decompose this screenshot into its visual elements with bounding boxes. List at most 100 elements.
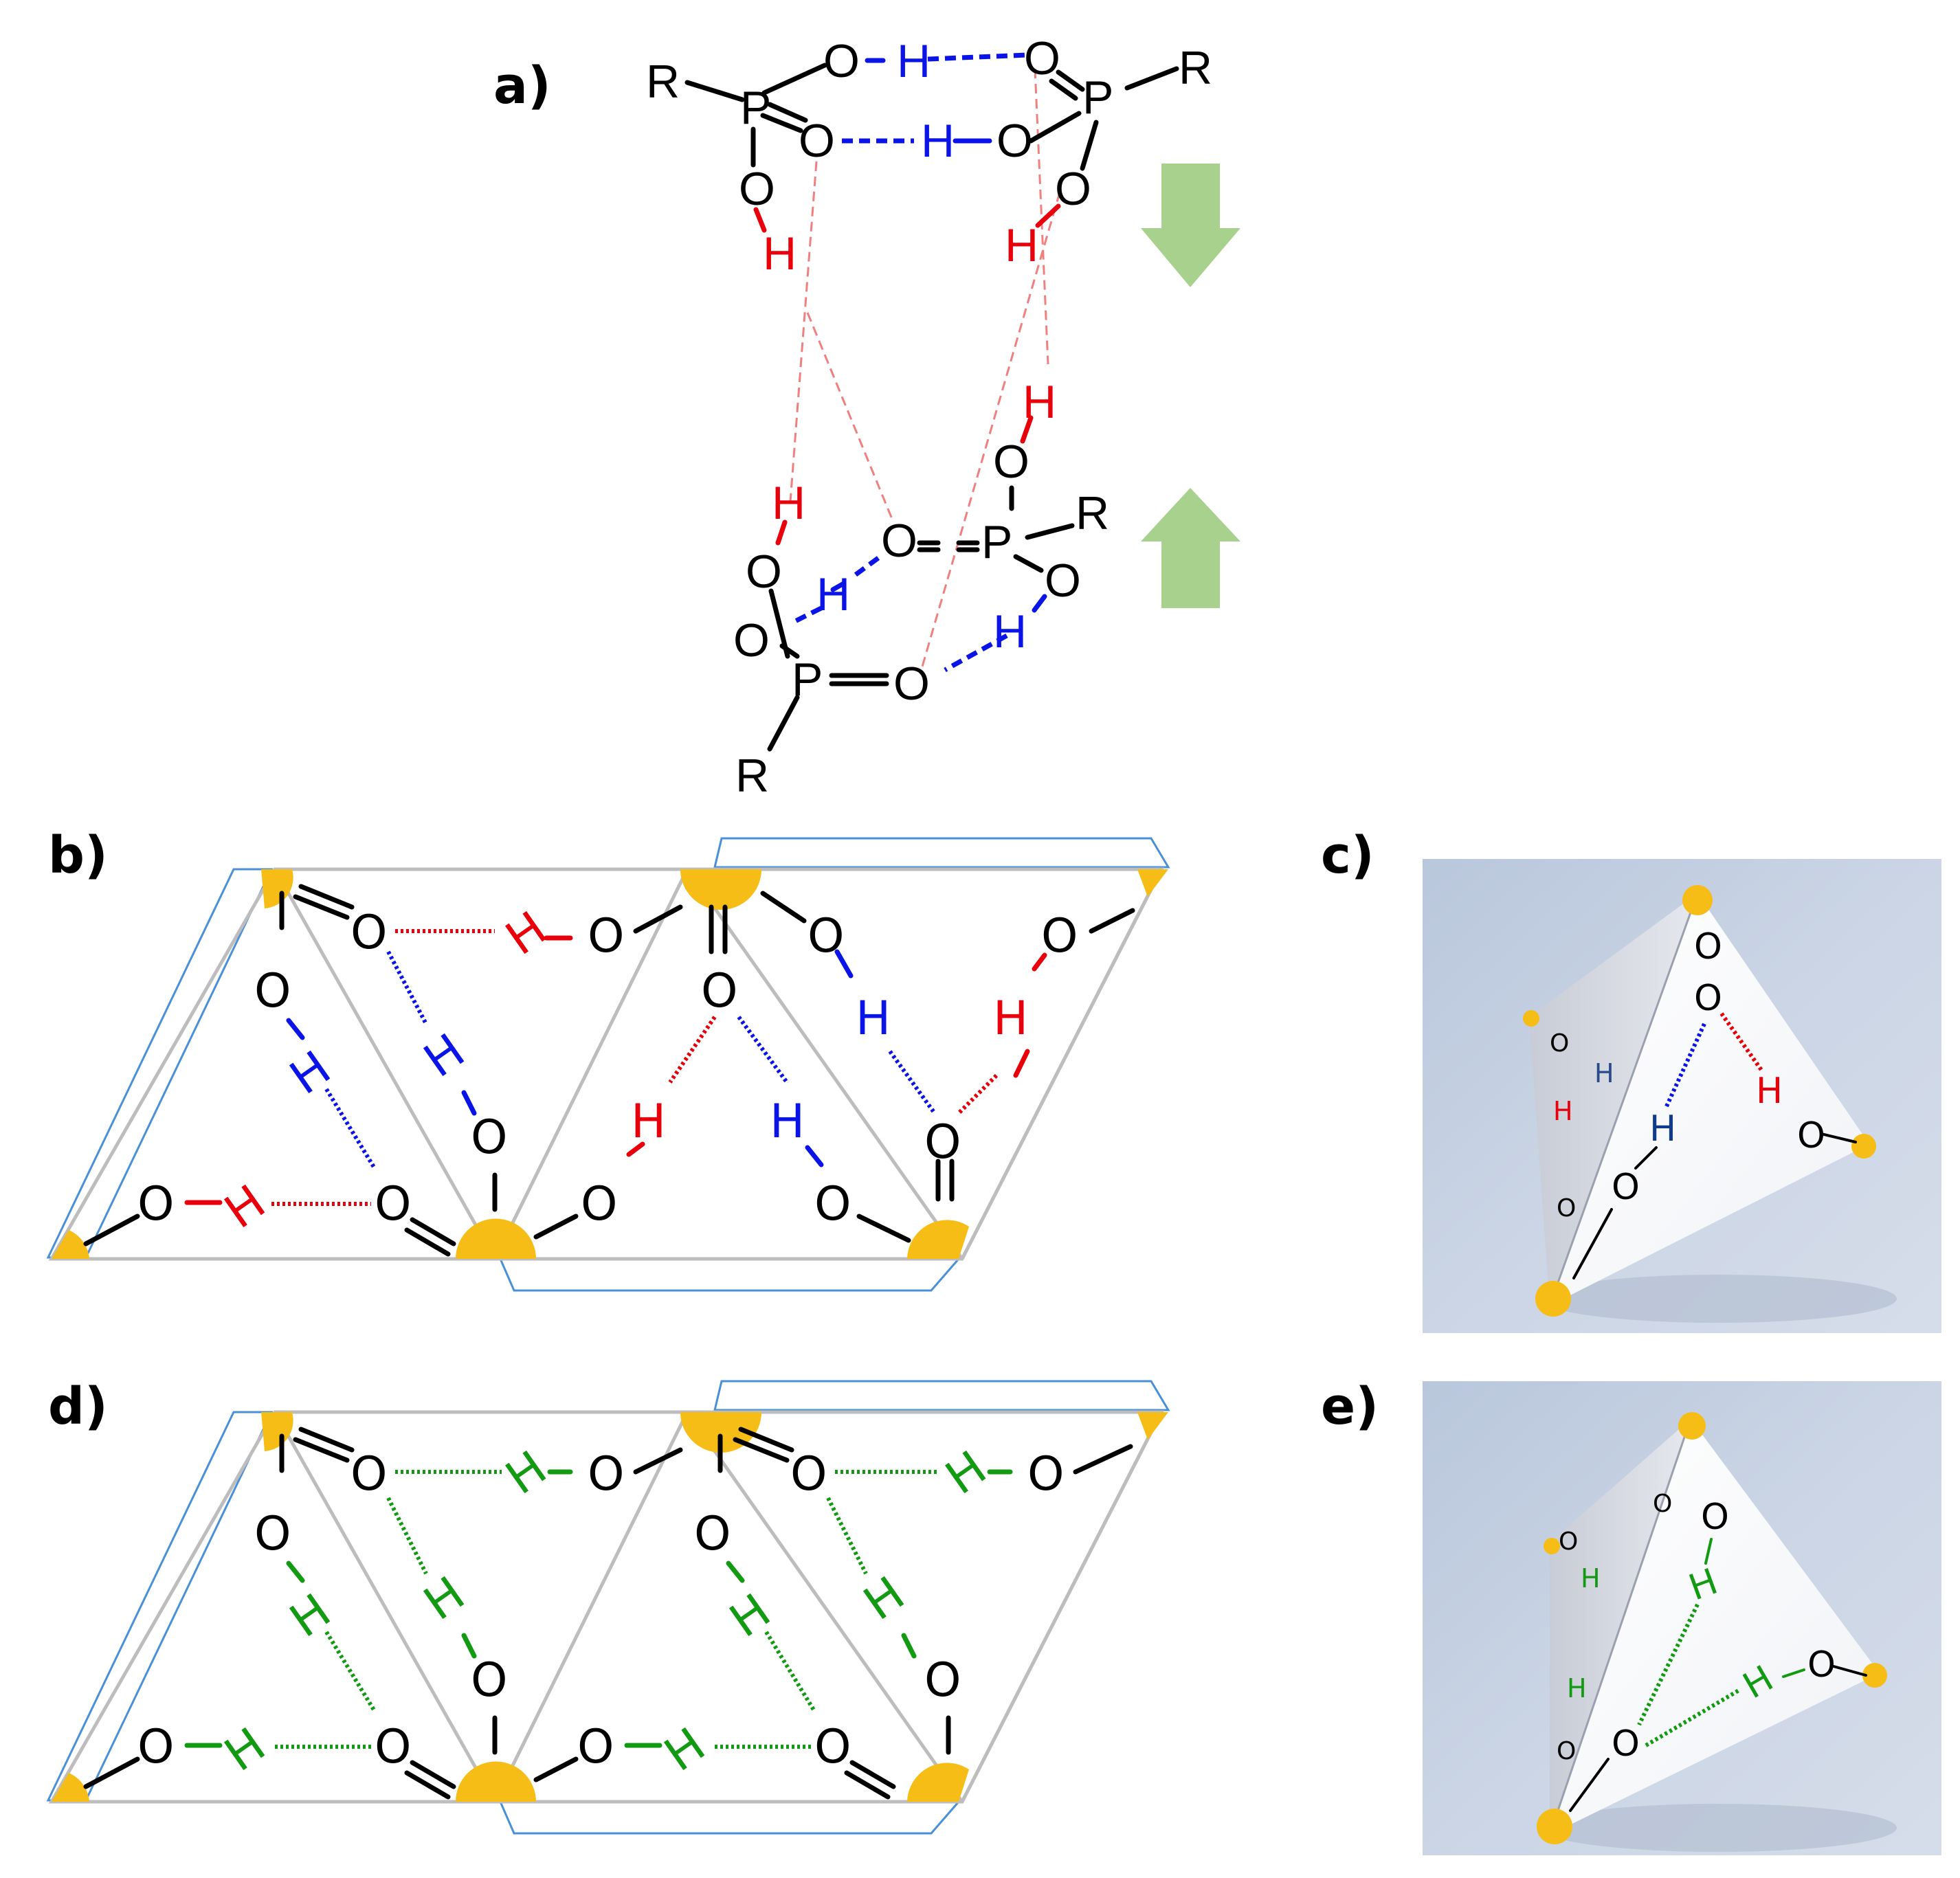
up-arrow-icon <box>1141 488 1240 608</box>
atom-O: O <box>471 1110 508 1165</box>
atom-O: O <box>137 1177 175 1231</box>
panel-a-dimers: R P O H O P R O H O O O H H H O <box>646 32 1240 802</box>
atom-H: H <box>993 992 1028 1046</box>
atom-O: O <box>254 964 291 1018</box>
atom-O: O <box>893 658 930 710</box>
atom-H: H <box>763 227 797 280</box>
panel-label-a: a) <box>493 56 551 115</box>
atom-O: O <box>823 35 860 87</box>
atom-H: H <box>1023 376 1056 428</box>
atom-R: R <box>646 56 680 108</box>
atom-O: O <box>1559 1528 1578 1556</box>
atom-H: H <box>496 902 556 966</box>
panel-b-net: O H O O O O O H H H H O H H O O H O O O <box>46 837 1170 1292</box>
panel-e-photo: O H O H O H H O O O <box>1423 1381 1941 1855</box>
atom-H: H <box>215 1175 275 1240</box>
atom-O: O <box>1045 555 1081 607</box>
atom-P: P <box>740 82 771 134</box>
atom-O: O <box>588 1447 625 1501</box>
atom-H: H <box>993 605 1027 658</box>
atom-O: O <box>733 614 770 667</box>
atom-H: H <box>1553 1096 1573 1126</box>
atom-O: O <box>694 1507 731 1561</box>
atom-O: O <box>254 1507 291 1561</box>
atom-O: O <box>924 1653 961 1708</box>
atom-R: R <box>1179 42 1212 94</box>
atom-H: H <box>854 1567 914 1631</box>
atom-H: H <box>1005 219 1038 271</box>
atom-O: O <box>375 1720 412 1774</box>
atom-H: H <box>720 1584 780 1648</box>
atom-O: O <box>799 115 835 167</box>
atom-R: R <box>1076 487 1109 539</box>
atom-P: P <box>981 516 1012 568</box>
atom-P: P <box>1082 71 1113 124</box>
atom-O: O <box>1055 163 1091 215</box>
atom-O: O <box>881 515 917 567</box>
down-arrow-icon <box>1141 164 1240 287</box>
atom-H: H <box>1756 1071 1783 1112</box>
atom-O: O <box>1807 1644 1836 1686</box>
atom-O: O <box>581 1177 618 1231</box>
panel-d-net: O H O O H O O O H H H H O O O H O O H O <box>46 1380 1170 1835</box>
atom-O: O <box>814 1177 851 1231</box>
pink-contact-lines <box>789 68 1061 667</box>
panel-label-e: e) <box>1321 1377 1379 1436</box>
atom-H: H <box>856 992 891 1046</box>
atom-O: O <box>1550 1029 1569 1058</box>
atom-H: H <box>921 115 955 167</box>
atom-H: H <box>936 1441 996 1506</box>
atom-R: R <box>735 750 769 802</box>
atom-O: O <box>924 1115 961 1170</box>
atom-O: O <box>790 1447 827 1501</box>
atom-H: H <box>655 1718 715 1782</box>
atom-O: O <box>1653 1490 1672 1518</box>
atom-O: O <box>1612 1167 1640 1208</box>
atom-O: O <box>375 1177 412 1231</box>
atom-O: O <box>808 909 845 963</box>
atom-H: H <box>496 1441 556 1506</box>
atom-O: O <box>996 115 1033 167</box>
atom-O: O <box>993 436 1029 488</box>
atom-H: H <box>414 1024 474 1088</box>
atom-H: H <box>770 1095 805 1149</box>
atom-H: H <box>215 1718 275 1782</box>
atom-O: O <box>1701 1497 1729 1538</box>
atom-H: H <box>1567 1673 1587 1703</box>
atom-O: O <box>1041 909 1078 963</box>
atom-O: O <box>1694 926 1722 968</box>
atom-H: H <box>280 1584 340 1648</box>
atom-O: O <box>814 1720 851 1774</box>
atom-O: O <box>746 546 782 598</box>
atom-O: O <box>739 163 775 215</box>
atom-O: O <box>350 1447 388 1501</box>
atom-O: O <box>1027 1447 1065 1501</box>
atom-H: H <box>1594 1058 1614 1088</box>
atom-O: O <box>1557 1737 1576 1765</box>
atom-H: H <box>816 568 850 621</box>
atom-H: H <box>631 1095 666 1149</box>
atom-H: H <box>280 1041 340 1106</box>
atom-O: O <box>577 1720 614 1774</box>
panel-label-c: c) <box>1321 826 1374 885</box>
atom-H: H <box>1581 1563 1601 1594</box>
atom-H: H <box>1649 1108 1676 1150</box>
atom-O: O <box>701 964 738 1018</box>
atom-O: O <box>350 906 388 960</box>
atom-H: H <box>414 1567 474 1631</box>
atom-O: O <box>588 909 625 963</box>
atom-H: H <box>897 35 931 87</box>
atom-O: O <box>1024 32 1060 85</box>
atom-O: O <box>471 1653 508 1708</box>
panel-label-b: b) <box>48 826 108 885</box>
atom-O: O <box>1557 1194 1576 1222</box>
atom-H: H <box>772 477 805 529</box>
panel-c-photo: O O H O H O H H O O <box>1423 859 1941 1333</box>
atom-O: O <box>1612 1723 1640 1765</box>
atom-O: O <box>1694 978 1722 1019</box>
atom-O: O <box>1797 1115 1825 1156</box>
atom-O: O <box>137 1720 175 1774</box>
panel-label-d: d) <box>48 1377 108 1436</box>
atom-P: P <box>792 653 823 706</box>
